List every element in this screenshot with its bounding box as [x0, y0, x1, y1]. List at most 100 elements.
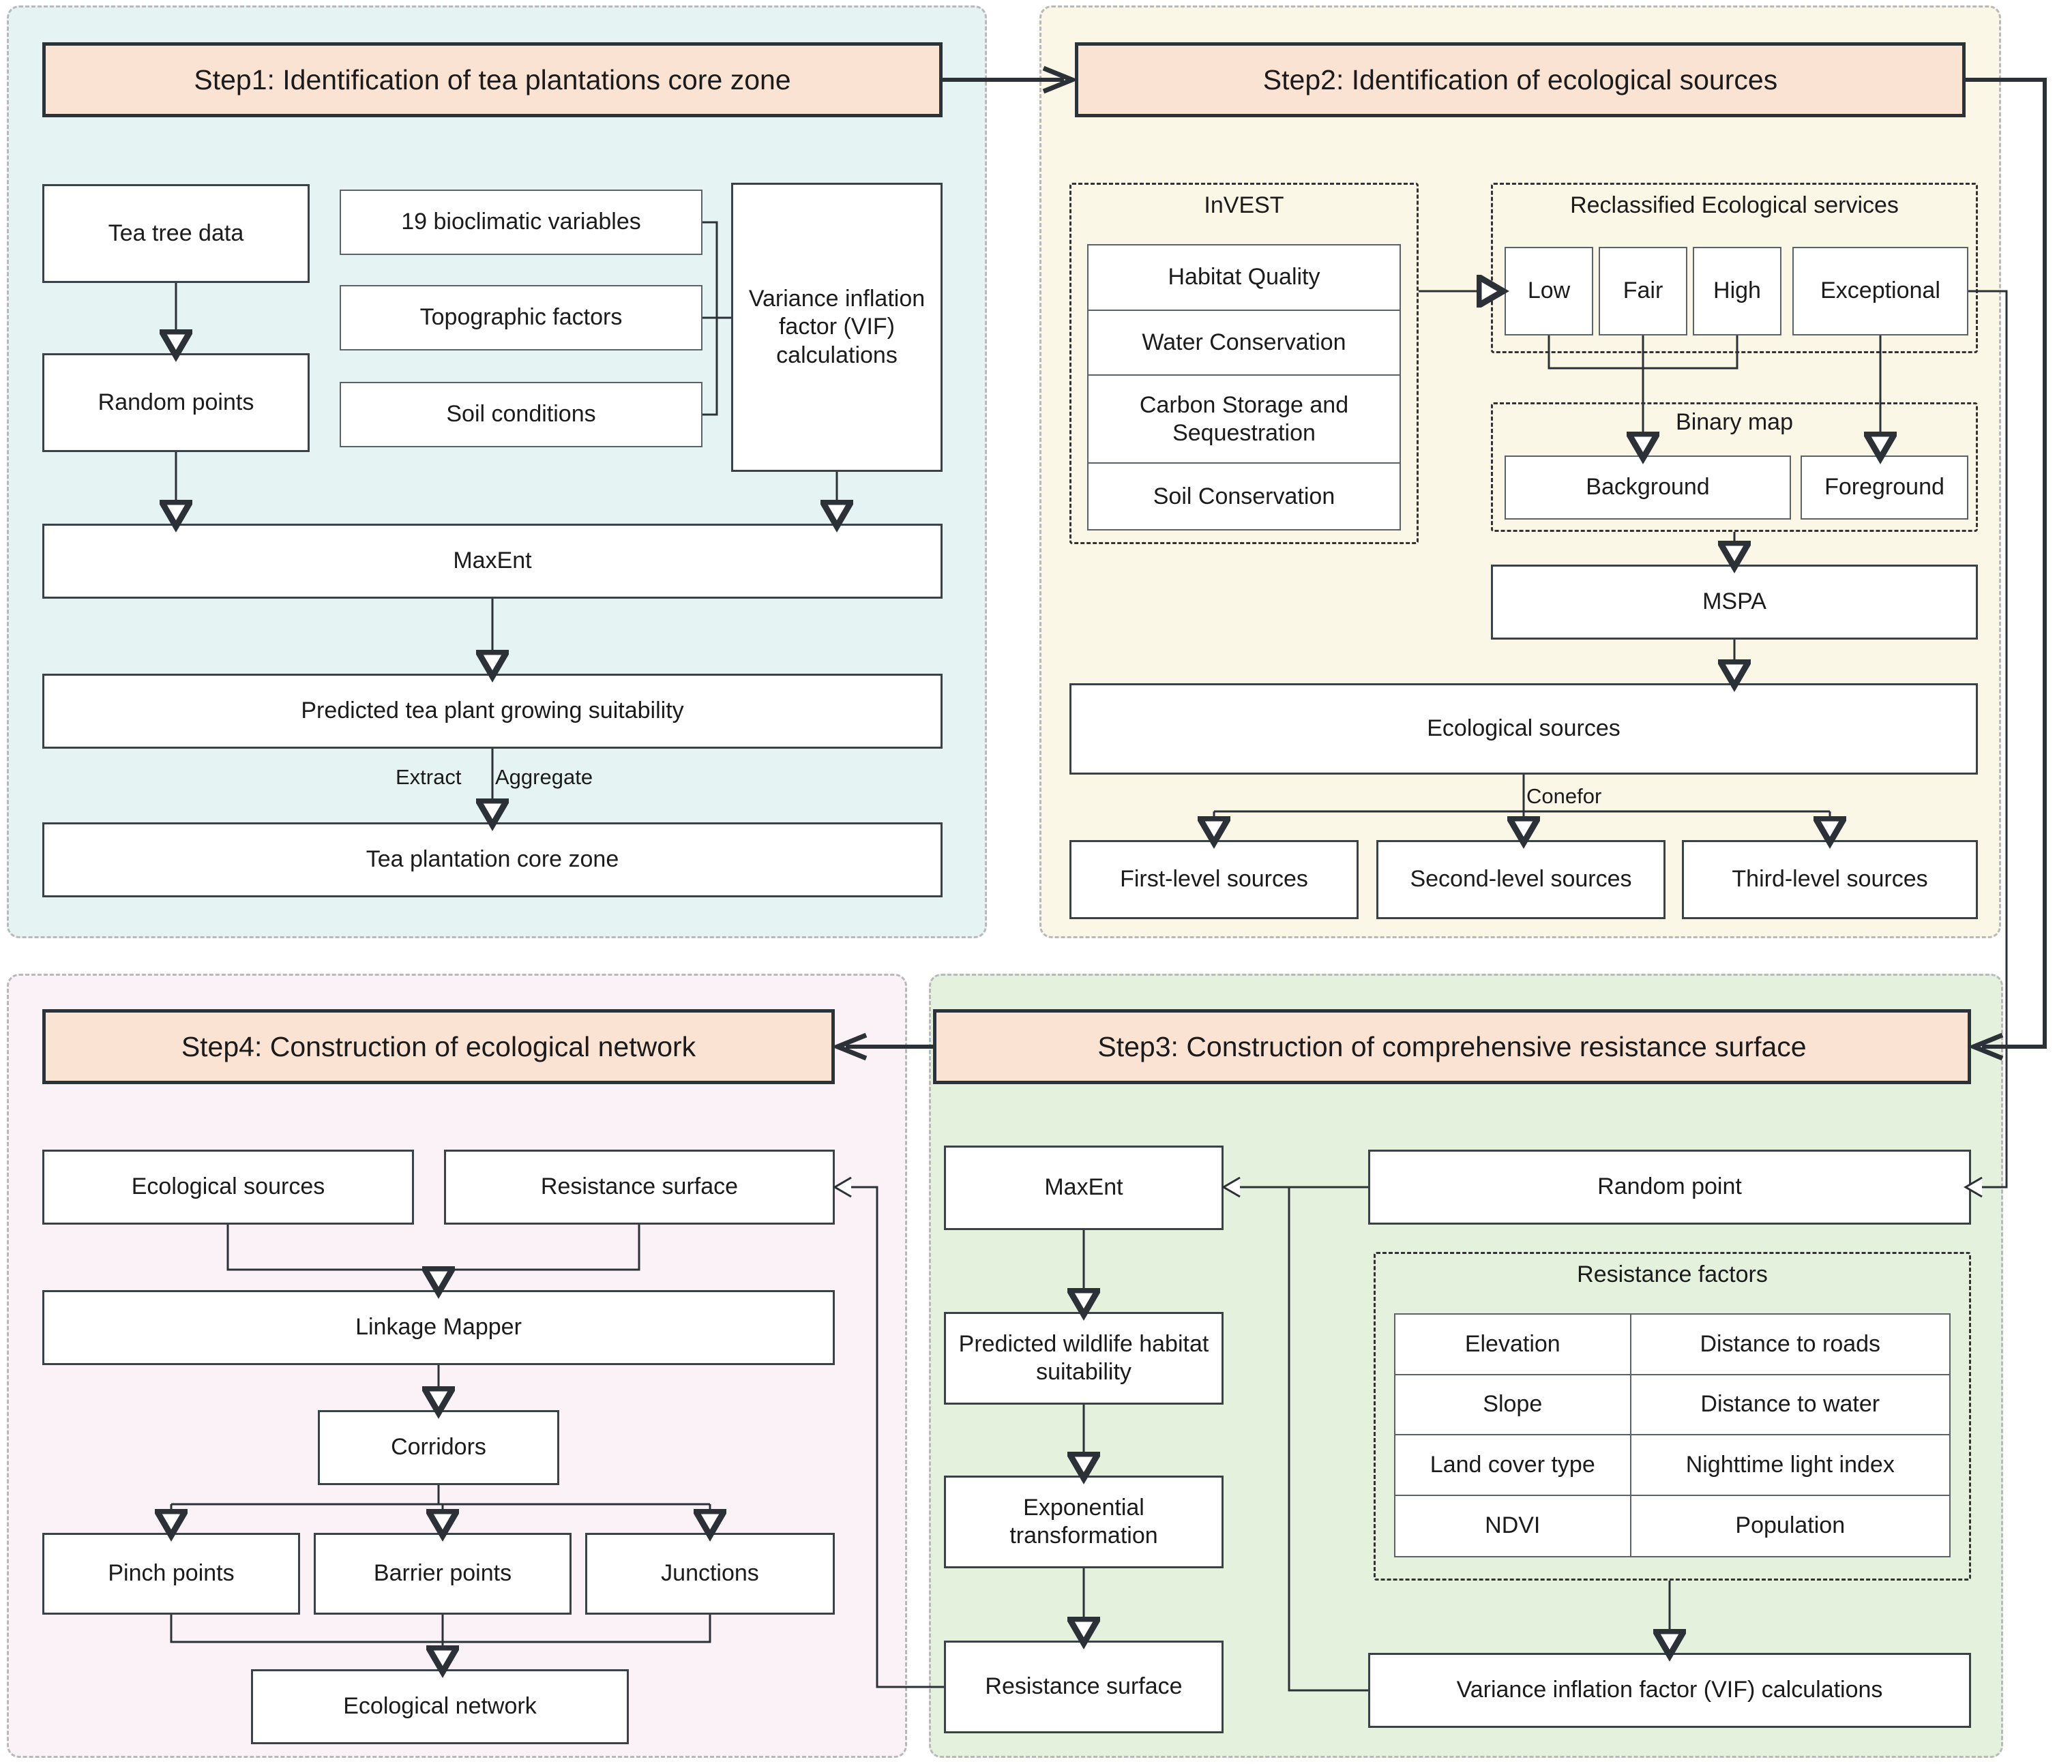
label-tea-tree-data: Tea tree data [108, 220, 244, 246]
box-third-level-sources: Third-level sources [1682, 840, 1978, 919]
label-maxent-step1: MaxEnt [453, 548, 532, 574]
label-mspa: MSPA [1702, 588, 1766, 615]
box-vif-step1: Variance inflation factor (VIF) calculat… [731, 183, 943, 472]
resistance-factor-cell: NDVI [1395, 1495, 1631, 1556]
label-ecological-sources-step4: Ecological sources [131, 1173, 325, 1200]
resistance-factor-cell: Elevation [1395, 1315, 1631, 1375]
label-pinch-points: Pinch points [108, 1560, 235, 1587]
label-reclass-exceptional: Exceptional [1820, 278, 1940, 304]
resistance-factor-cell: Slope [1395, 1375, 1631, 1435]
label-ecological-network: Ecological network [343, 1693, 537, 1720]
label-exponential-transformation: Exponential transformation [1009, 1494, 1158, 1549]
label-resistance-surface-step3: Resistance surface [985, 1673, 1183, 1700]
step2-header: Step2: Identification of ecological sour… [1075, 42, 1966, 117]
box-ecological-network: Ecological network [251, 1669, 629, 1744]
box-random-points: Random points [42, 353, 310, 452]
label-second-level-sources: Second-level sources [1410, 866, 1632, 893]
edge-label-conefor: Conefor [1526, 784, 1602, 808]
box-bioclimatic-variables: 19 bioclimatic variables [340, 190, 702, 255]
invest-item: Habitat Quality [1089, 245, 1400, 311]
label-ecological-sources-step2: Ecological sources [1427, 715, 1620, 742]
group-binary-map-title: Binary map [1676, 409, 1793, 435]
group-resistance-factors-title: Resistance factors [1577, 1261, 1768, 1287]
box-resistance-surface-step4: Resistance surface [444, 1150, 835, 1225]
label-linkage-mapper: Linkage Mapper [355, 1314, 522, 1341]
box-reclass-exceptional: Exceptional [1792, 247, 1968, 335]
panel-step4 [7, 974, 907, 1758]
edge-label-extract: Extract [396, 765, 462, 789]
resistance-factor-cell: Population [1735, 1512, 1846, 1539]
group-resistance-factors [1374, 1252, 1971, 1581]
box-ecological-sources-step4: Ecological sources [42, 1150, 414, 1225]
step1-title: Step1: Identification of tea plantations… [194, 63, 791, 95]
group-reclassified-title: Reclassified Ecological services [1570, 192, 1899, 218]
box-random-point: Random point [1368, 1150, 1971, 1225]
group-invest [1069, 183, 1419, 544]
label-maxent-step3: MaxEnt [1044, 1174, 1123, 1201]
label-vif-step1: Variance inflation factor (VIF) calculat… [748, 285, 926, 368]
resistance-factor-cell: Distance to roads [1631, 1315, 1949, 1375]
box-linkage-mapper: Linkage Mapper [42, 1290, 835, 1365]
step4-header: Step4: Construction of ecological networ… [42, 1009, 835, 1084]
resistance-factor-cell: Land cover type [1395, 1435, 1631, 1496]
edge-label-aggregate: Aggregate [495, 765, 593, 789]
group-invest-title: InVEST [1204, 192, 1284, 218]
box-first-level-sources: First-level sources [1069, 840, 1359, 919]
step1-header: Step1: Identification of tea plantations… [42, 42, 943, 117]
box-second-level-sources: Second-level sources [1376, 840, 1666, 919]
label-predicted-tea-suitability: Predicted tea plant growing suitability [301, 698, 684, 724]
resistance-factor-cell: Nighttime light index [1631, 1435, 1949, 1496]
label-binary-foreground: Foreground [1824, 474, 1944, 500]
invest-item: Soil Conservation [1153, 483, 1335, 509]
box-soil-conditions: Soil conditions [340, 382, 702, 447]
box-maxent-step1: MaxEnt [42, 524, 943, 599]
box-topographic-factors: Topographic factors [340, 285, 702, 350]
invest-item: Carbon Storage and Sequestration [1089, 376, 1400, 464]
label-tea-plantation-core-zone: Tea plantation core zone [366, 846, 619, 873]
box-junctions: Junctions [585, 1533, 835, 1615]
label-predicted-wildlife-suitability: Predicted wildlife habitat suitability [958, 1330, 1209, 1385]
box-mspa: MSPA [1491, 565, 1978, 640]
label-third-level-sources: Third-level sources [1732, 866, 1928, 893]
label-bioclimatic-variables: 19 bioclimatic variables [401, 209, 641, 235]
label-soil-conditions: Soil conditions [446, 401, 596, 428]
box-resistance-surface-step3: Resistance surface [944, 1641, 1224, 1733]
step3-title: Step3: Construction of comprehensive res… [1097, 1030, 1807, 1062]
label-vif-step3: Variance inflation factor (VIF) calculat… [1456, 1677, 1883, 1703]
panel-step1 [7, 5, 987, 938]
box-predicted-tea-suitability: Predicted tea plant growing suitability [42, 674, 943, 749]
box-exponential-transformation: Exponential transformation [944, 1476, 1224, 1568]
label-barrier-points: Barrier points [373, 1560, 512, 1587]
label-random-point: Random point [1597, 1173, 1742, 1200]
label-resistance-surface-step4: Resistance surface [540, 1173, 739, 1200]
box-ecological-sources-step2: Ecological sources [1069, 683, 1978, 775]
box-barrier-points: Barrier points [314, 1533, 572, 1615]
box-vif-step3: Variance inflation factor (VIF) calculat… [1368, 1653, 1971, 1728]
resistance-factor-cell: Distance to water [1631, 1375, 1949, 1435]
label-corridors: Corridors [391, 1434, 486, 1461]
box-tea-tree-data: Tea tree data [42, 184, 310, 283]
table-resistance-factors: Elevation Distance to roads Slope Distan… [1394, 1313, 1951, 1557]
label-reclass-low: Low [1527, 278, 1571, 304]
box-pinch-points: Pinch points [42, 1533, 300, 1615]
label-topographic-factors: Topographic factors [419, 304, 623, 331]
label-random-points: Random points [98, 389, 254, 415]
box-maxent-step3: MaxEnt [944, 1146, 1224, 1230]
box-binary-foreground: Foreground [1801, 455, 1968, 520]
box-reclass-high: High [1693, 247, 1781, 335]
table-invest-items: Habitat Quality Water Conservation Carbo… [1087, 244, 1401, 530]
box-reclass-fair: Fair [1599, 247, 1687, 335]
box-corridors: Corridors [318, 1410, 559, 1485]
box-reclass-low: Low [1505, 247, 1593, 335]
label-first-level-sources: First-level sources [1120, 866, 1308, 893]
label-junctions: Junctions [661, 1560, 759, 1587]
step3-header: Step3: Construction of comprehensive res… [933, 1009, 1971, 1084]
step2-title: Step2: Identification of ecological sour… [1262, 63, 1778, 95]
step4-title: Step4: Construction of ecological networ… [181, 1030, 696, 1062]
label-binary-background: Background [1586, 474, 1710, 500]
invest-item: Water Conservation [1089, 311, 1400, 376]
box-binary-background: Background [1505, 455, 1791, 520]
box-predicted-wildlife-suitability: Predicted wildlife habitat suitability [944, 1312, 1224, 1405]
label-reclass-high: High [1713, 278, 1761, 304]
